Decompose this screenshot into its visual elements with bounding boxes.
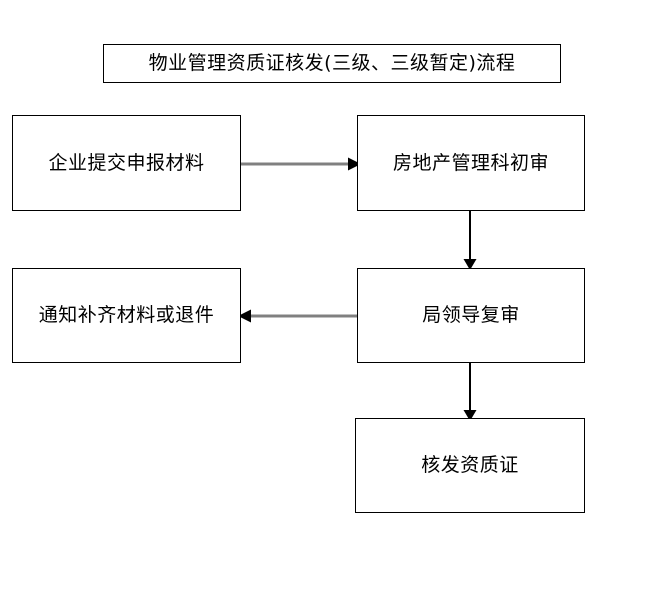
flowchart-title-box: 物业管理资质证核发(三级、三级暂定)流程: [103, 44, 561, 83]
node-submit-materials: 企业提交申报材料: [12, 115, 241, 211]
node-first-review-label: 房地产管理科初审: [392, 151, 549, 174]
flowchart-title-label: 物业管理资质证核发(三级、三级暂定)流程: [148, 52, 516, 74]
arrow-first-review-to-second-review: [456, 208, 484, 271]
arrow-second-review-to-issue-certificate: [456, 360, 484, 422]
node-second-review-label: 局领导复审: [422, 304, 520, 326]
node-issue-certificate: 核发资质证: [355, 418, 585, 513]
arrow-second-review-to-notify: [236, 302, 362, 330]
node-submit-materials-label: 企业提交申报材料: [48, 151, 205, 174]
node-notify-supplement-or-return-label: 通知补齐材料或退件: [38, 304, 215, 326]
node-first-review: 房地产管理科初审: [357, 115, 585, 211]
node-issue-certificate-label: 核发资质证: [421, 454, 519, 476]
node-second-review: 局领导复审: [357, 268, 585, 363]
arrow-submit-to-first-review: [238, 150, 362, 178]
node-notify-supplement-or-return: 通知补齐材料或退件: [12, 268, 241, 363]
